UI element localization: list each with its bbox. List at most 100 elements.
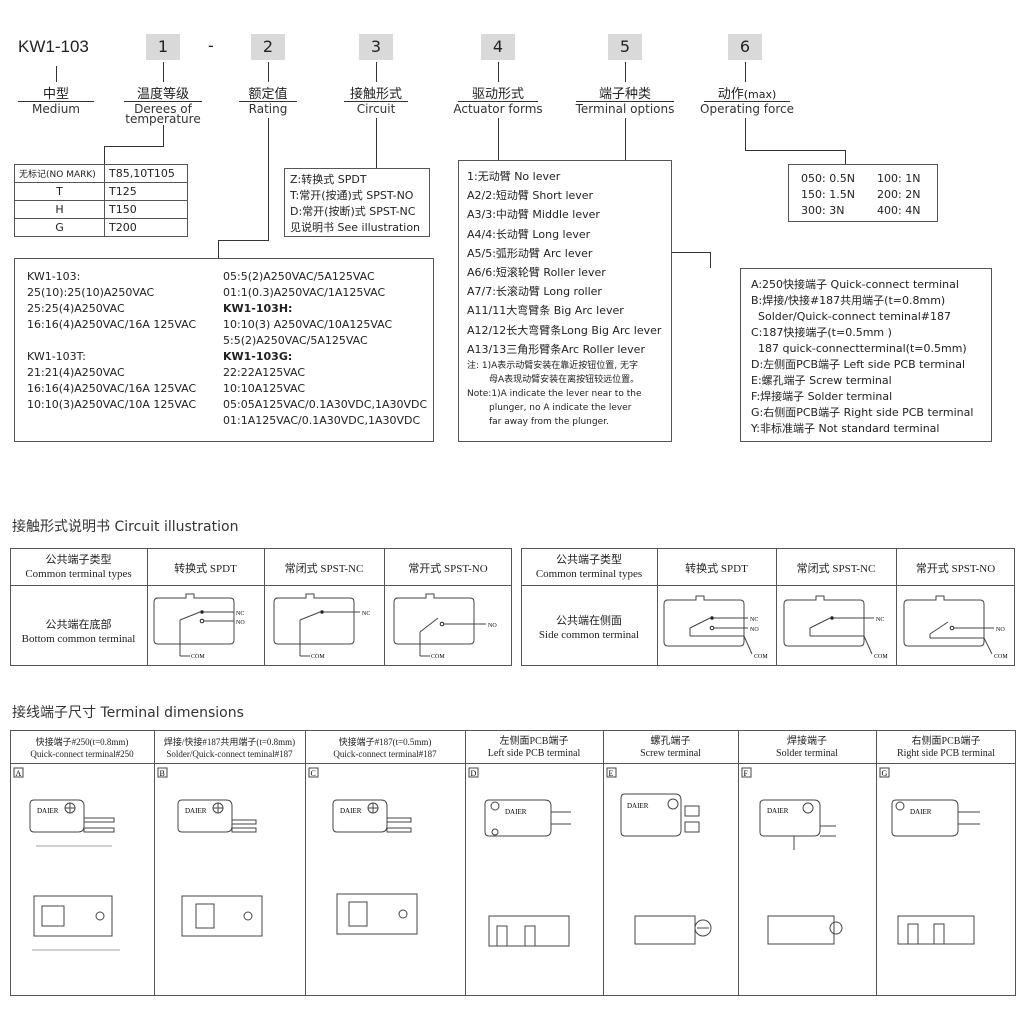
rating-box: KW1-103: 25(10):25(10)A250VAC 25:25(4)A2… [14, 258, 434, 442]
terminal-option: A:250快接端子 Quick-connect terminal [751, 278, 959, 291]
com-label: COM [994, 654, 1008, 660]
code-box-5: 5 [608, 34, 642, 60]
rating-line: 05:5(2)A250VAC/5A125VAC [223, 270, 375, 283]
header-force-cn: 动作 [717, 87, 744, 102]
terminal-option: G:右侧面PCB端子 Right side PCB terminal [751, 406, 974, 419]
circuit-option: D:常开(按断)式 SPST-NC [290, 205, 416, 218]
com-label: COM [311, 654, 325, 660]
terminal-col-cn: 螺孔端子 [650, 736, 691, 747]
rating-line: KW1-103: [27, 270, 81, 283]
circuit-left-row-en: Bottom common terminal [21, 633, 136, 645]
rating-line [27, 333, 196, 349]
no-label: NO [996, 627, 1005, 633]
temp-code: 无标记(NO MARK) [14, 164, 105, 183]
rating-line: 25(10):25(10)A250VAC [27, 286, 155, 299]
terminal-section-title: 接线端子尺寸 Terminal dimensions [12, 705, 244, 721]
com-label: COM [431, 654, 445, 660]
terminal-col-header-g: 右侧面PCB端子 Right side PCB terminal [876, 736, 1016, 760]
rating-line: 5:5(2)A250VAC/5A125VAC [223, 334, 368, 347]
terminal-option: C:187快接端子(t=0.5mm ) [751, 326, 892, 339]
header-rating-cn: 额定值 [248, 87, 288, 102]
code-dash: - [208, 36, 214, 55]
brand-label: DAIER [505, 808, 527, 816]
circuit-left-type-en: Common terminal types [25, 568, 132, 580]
terminal-col-cn: 左侧面PCB端子 [499, 736, 569, 747]
terminal-tag: G [882, 769, 888, 778]
circuit-left-row-header: 公共端在底部 Bottom common terminal [10, 618, 147, 646]
terminal-col-en: Solder/Quick-connect teminal#187 [166, 749, 293, 759]
terminal-drawing-d: D DAIER [468, 767, 571, 947]
actuator-option: A4/4:长动臂 Long lever [467, 227, 591, 241]
rating-line: 10:10(3)A250VAC/10A 125VAC [27, 398, 197, 411]
rating-line: 22:22A125VAC [223, 366, 306, 379]
circuit-right-type-cn: 公共端子类型 [556, 554, 622, 566]
header-force-max: (max) [743, 88, 777, 101]
terminal-option: B:焊接/快接#187共用端子(t=0.8mm) [751, 294, 946, 307]
force-option: 050: 0.5N [801, 172, 855, 185]
rating-line: KW1-103G: [223, 350, 293, 363]
force-option: 300: 3N [801, 204, 845, 217]
terminal-drawing-g: G DAIER [879, 767, 980, 945]
header-temp-cn: 温度等级 [136, 87, 189, 102]
code-box-2: 2 [251, 34, 285, 60]
code-box-3: 3 [359, 34, 393, 60]
terminal-col-en: Quick-connect terminal#250 [30, 749, 134, 759]
com-label: COM [874, 654, 888, 660]
circuit-col-spdt: 转换式 SPDT [174, 563, 237, 575]
code-box-4: 4 [481, 34, 515, 60]
brand-label: DAIER [910, 808, 932, 816]
rating-line: 10:10A125VAC [223, 382, 306, 395]
actuator-box: 1:无动臂 No lever A2/2:短动臂 Short lever A3/3… [458, 160, 672, 442]
force-option: 400: 4N [877, 204, 921, 217]
brand-label: DAIER [627, 802, 649, 810]
rating-line: KW1-103H: [223, 302, 293, 315]
terminal-col-cn: 焊接/快接#187共用端子(t=0.8mm) [163, 737, 296, 747]
header-medium-cn: 中型 [42, 87, 69, 102]
terminal-tag: E [609, 769, 614, 778]
actuator-note: far away from the plunger. [489, 417, 609, 428]
terminal-col-header-f: 焊接端子 Solder terminal [738, 736, 876, 760]
terminal-drawing-c: C DAIER [308, 767, 418, 935]
com-label: COM [191, 654, 205, 660]
header-force-cn-wrap: 动作(max) [700, 83, 794, 102]
circuit-option: 见说明书 See illustration [290, 221, 421, 234]
circuit-right-row-cn: 公共端在侧面 [556, 615, 622, 627]
actuator-option: A13/13三角形臂条Arc Roller lever [467, 342, 645, 356]
circuit-col-nc: 常闭式 SPST-NC [796, 563, 876, 575]
brand-label: DAIER [340, 807, 362, 815]
rating-line: 16:16(4)A250VAC/16A 125VAC [27, 382, 197, 395]
header-actuator-cn: 驱动形式 [471, 87, 524, 102]
actuator-option: A11/11大弯臂条 Big Arc lever [467, 304, 624, 318]
terminal-col-header-b: 焊接/快接#187共用端子(t=0.8mm) Solder/Quick-conn… [154, 736, 305, 760]
terminal-col-cn: 右侧面PCB端子 [911, 736, 981, 747]
temp-code: H [14, 200, 105, 219]
terminal-drawing-e: E DAIER [606, 767, 712, 945]
actuator-option: A2/2:短动臂 Short lever [467, 189, 594, 203]
terminal-col-cn: 快接端子#187(t=0.5mm) [338, 737, 432, 747]
no-label: NO [488, 623, 497, 629]
terminal-tag: C [311, 769, 316, 778]
brand-label: DAIER [767, 807, 789, 815]
terminal-col-en: Solder terminal [776, 748, 838, 759]
terminal-tag: B [160, 769, 165, 778]
actuator-note: Note:1)A indicate the lever near to the [467, 389, 642, 400]
model-code: KW1-103 [18, 37, 89, 56]
actuator-note: 母A表现动臂安装在离按钮较远位置。 [489, 375, 640, 386]
force-option: 150: 1.5N [801, 188, 855, 201]
circuit-left-type-cn: 公共端子类型 [45, 554, 112, 566]
temperature-table: 无标记(NO MARK) T85,10T105 T T125 H T150 G … [14, 164, 188, 237]
terminal-col-header-c: 快接端子#187(t=0.5mm) Quick-connect terminal… [305, 736, 465, 760]
circuit-col-spdt: 转换式 SPDT [685, 563, 748, 575]
terminal-drawing-a: A DAIER [13, 767, 120, 951]
rating-line: 10:10(3) A250VAC/10A125VAC [223, 318, 393, 331]
terminal-option: F:焊接端子 Solder terminal [751, 390, 893, 403]
header-medium-en: Medium [32, 102, 80, 116]
temp-value: T85,10T105 [104, 164, 188, 183]
circuit-options-box: Z:转换式 SPDT T:常开(按通)式 SPST-NO D:常开(按断)式 S… [284, 168, 430, 237]
rating-line: 05:05A125VAC/0.1A30VDC,1A30VDC [223, 398, 428, 411]
circuit-left-type-header: 公共端子类型 Common terminal types [10, 553, 147, 581]
header-actuator-en: Actuator forms [453, 102, 543, 116]
terminal-tag: A [16, 769, 22, 778]
brand-label: DAIER [185, 807, 207, 815]
header-force-en: Operating force [700, 102, 795, 116]
